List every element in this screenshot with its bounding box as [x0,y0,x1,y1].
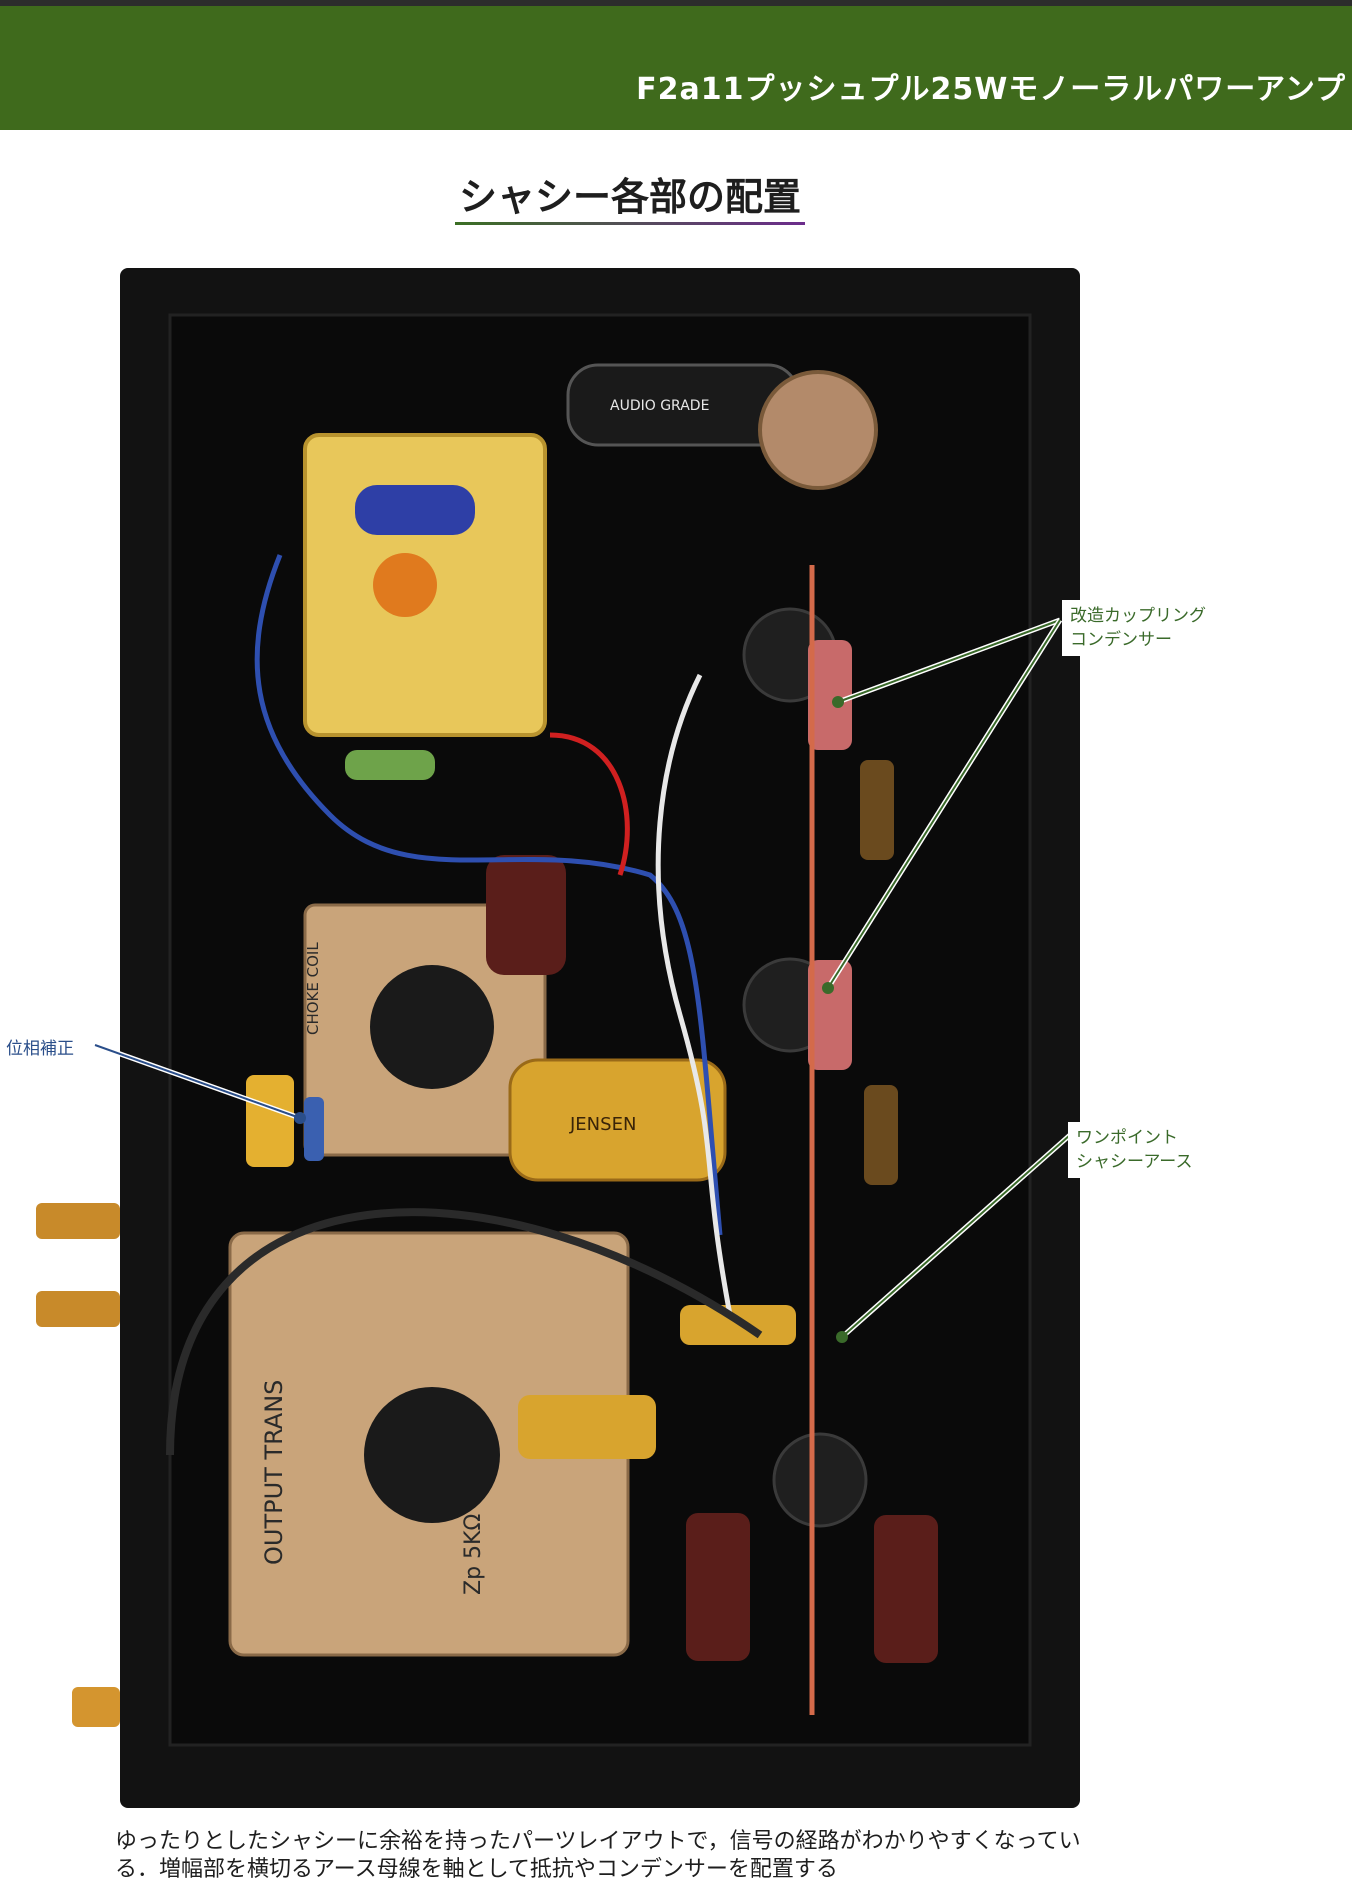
caption-line-2: る．増幅部を横切るアース母線を軸として抵抗やコンデンサーを配置する [115,1857,838,1882]
speaker-terminal-1 [36,1203,120,1239]
header-bar: F2a11プッシュプル25Wモノーラルパワーアンプ [0,0,1352,130]
callout-line-coupling-2-inner [827,619,1061,989]
phase-resistor [304,1097,324,1161]
callout-dot-2 [822,982,834,994]
callout-earth-line-2: シャシーアース [1076,1152,1193,1172]
audio-grade-text: AUDIO GRADE [610,398,709,414]
callout-coupling-line-2: コンデンサー [1070,630,1172,650]
wire-white [655,673,733,1316]
small-cap-4 [874,1515,938,1663]
callout-coupling: 改造カップリング コンデンサー [1062,600,1214,656]
wire-black [166,1208,763,1456]
callout-earth-line-1: ワンポイント [1076,1128,1178,1148]
callout-line-coupling-1-inner [837,619,1061,703]
coupling-cap-2 [808,960,852,1070]
callout-line-earth-inner [841,1134,1071,1338]
zp-label: Zp 5KΩ [461,1514,486,1595]
input-jack [72,1687,120,1727]
callout-earth: ワンポイント シャシーアース [1068,1122,1201,1178]
caption: ゆったりとしたシャシーに余裕を持ったパーツレイアウトで，信号の経路がわかりやすく… [115,1828,1115,1884]
header-title: F2a11プッシュプル25Wモノーラルパワーアンプ [636,72,1346,107]
wire-blue [254,554,723,1236]
choke-socket [370,965,494,1089]
callout-phase: 位相補正 [6,1039,74,1059]
output-socket [364,1387,500,1523]
callout-coupling-line-1: 改造カップリング [1070,606,1206,626]
choke-label: CHOKE COIL [304,942,322,1035]
callout-line-phase-inner [94,1044,301,1119]
tube-socket-3 [772,1432,868,1528]
tube-socket-top [758,370,878,490]
blue-cap [355,485,475,535]
chassis-photo: AUDIO GRADE CHOKE COIL JENSEN OUTPUT TRA… [36,268,1080,1808]
speaker-terminal-2 [36,1291,120,1327]
output-trans-label: OUTPUT TRANS [260,1380,288,1565]
gold-cap-2 [518,1395,656,1459]
kmg-cap [486,855,566,975]
orange-cap [373,553,437,617]
callout-dot-phase [294,1112,306,1124]
small-cap-2 [864,1085,898,1185]
callout-dot-1 [832,696,844,708]
section-underline [455,222,805,225]
green-resistor [345,750,435,780]
caption-line-1: ゆったりとしたシャシーに余裕を持ったパーツレイアウトで，信号の経路がわかりやすく… [115,1829,1081,1854]
callout-dot-earth [836,1331,848,1343]
wire-red [549,732,630,876]
small-cap-3 [686,1513,750,1661]
small-cap-1 [860,760,894,860]
jensen-text: JENSEN [569,1114,636,1135]
coupling-cap-1 [808,640,852,750]
jensen-cap [508,1058,727,1182]
phase-cap [246,1075,294,1167]
section-title: シャシー各部の配置 [458,175,801,219]
